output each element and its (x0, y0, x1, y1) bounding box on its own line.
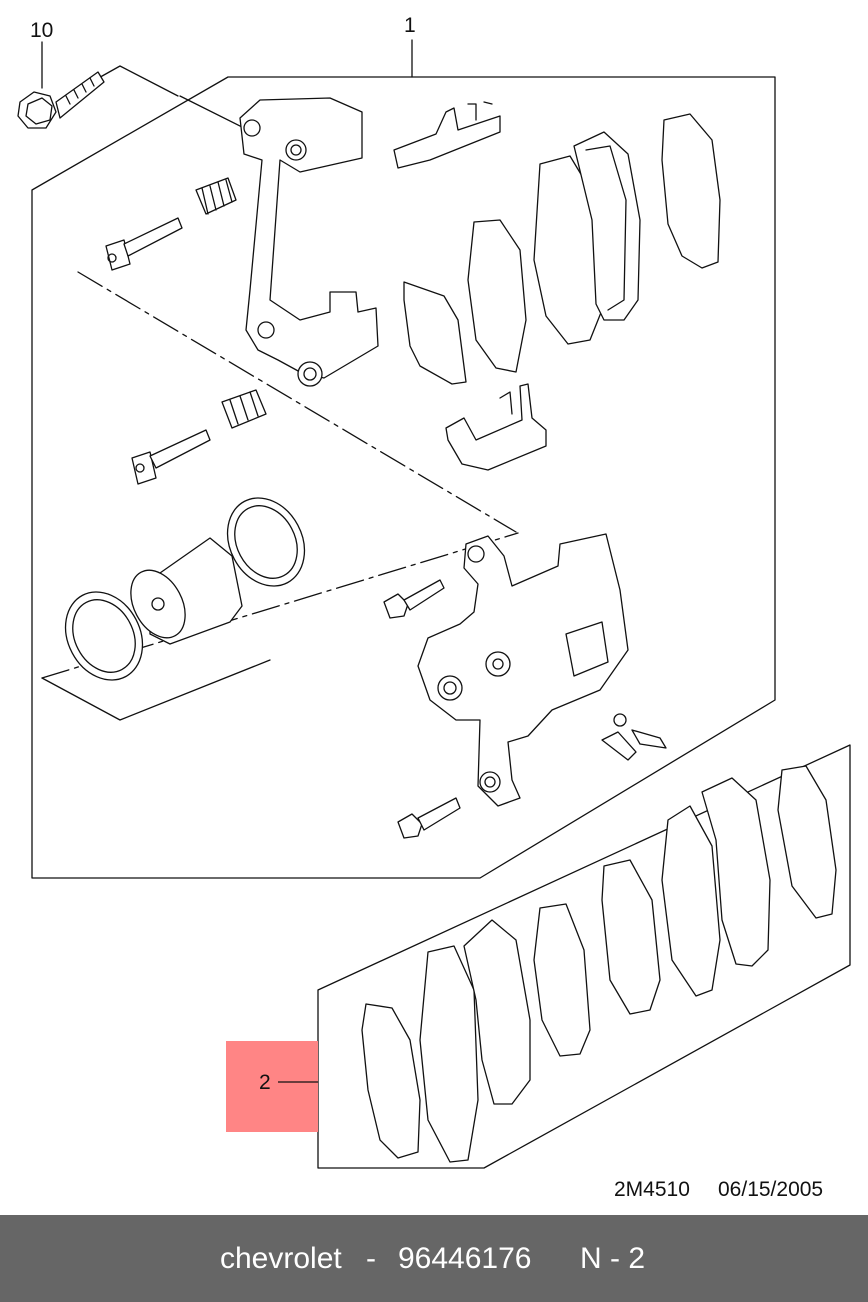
caliper-bolts (383, 579, 461, 839)
footer-brand: chevrolet (220, 1242, 342, 1275)
footer-bar: chevrolet - 96446176 N - 2 (0, 1215, 868, 1302)
caliper-bracket-drawing (239, 97, 379, 387)
bleeder-screw (601, 713, 667, 761)
pad-kit-frame (317, 744, 851, 1169)
callout-label-1: 1 (404, 14, 416, 37)
exploded-parts-diagram: 10 1 2 2M4510 06/15/2005 (17, 14, 851, 1201)
guide-pin-upper (105, 177, 237, 271)
leader-lines (41, 39, 413, 131)
brake-pad-set-lower (361, 765, 837, 1163)
anti-rattle-clip-upper (393, 101, 501, 169)
guide-pin-lower (131, 389, 267, 485)
callout-label-10: 10 (30, 19, 54, 42)
brake-pad-set-upper (403, 113, 721, 385)
footer-separator: - (366, 1242, 376, 1275)
bolt-10-drawing (17, 71, 105, 129)
caliper-housing-drawing (417, 533, 629, 807)
drawing-date: 06/15/2005 (718, 1178, 824, 1201)
alignment-lines (41, 271, 519, 679)
callout-label-2: 2 (259, 1071, 271, 1094)
footer-position: N - 2 (580, 1242, 646, 1275)
footer-part-number: 96446176 (398, 1242, 532, 1275)
anti-rattle-clip-lower (445, 383, 547, 471)
highlight-pad-kit (226, 1041, 318, 1132)
drawing-code: 2M4510 (614, 1178, 690, 1201)
piston-and-seals (64, 497, 306, 681)
caliper-assembly-frame (31, 76, 776, 879)
